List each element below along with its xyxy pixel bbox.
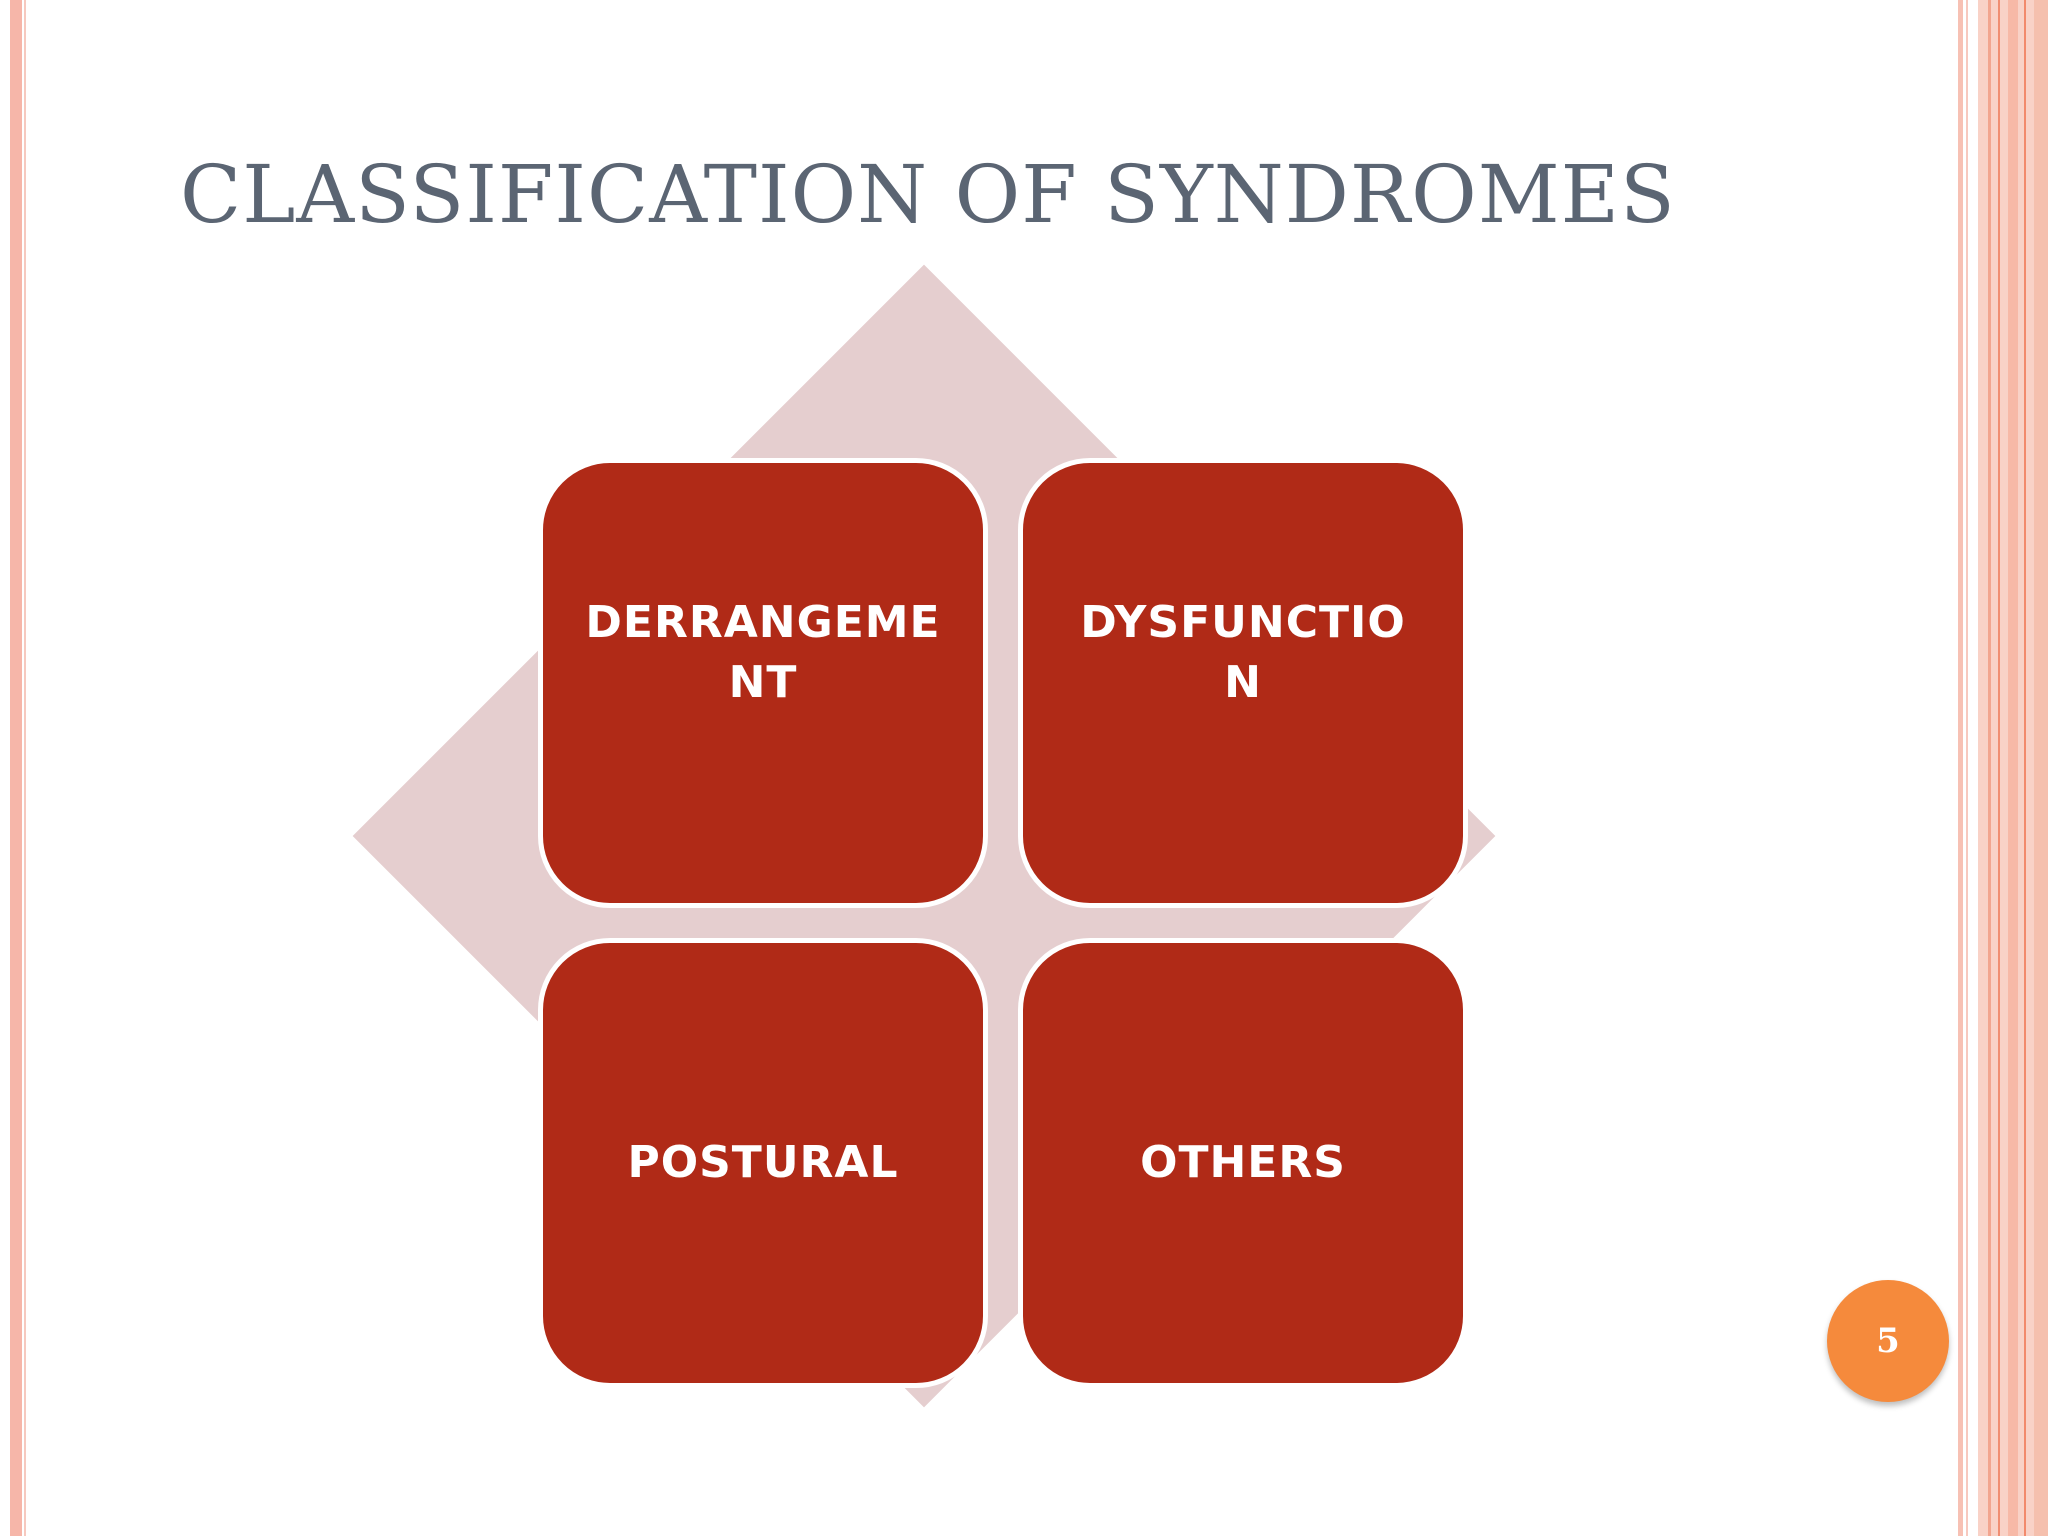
tile-dysfunction: DYSFUNCTION (1018, 458, 1468, 908)
right-border-line (2024, 0, 2026, 1536)
tile-postural: POSTURAL (538, 938, 988, 1388)
tile-label: POSTURAL (627, 1137, 899, 1188)
right-border-line (2034, 0, 2048, 1536)
right-border-line (2008, 0, 2018, 1536)
left-border-stripe (10, 0, 22, 1536)
right-border-line (1958, 0, 1963, 1536)
right-border-line (1988, 0, 1991, 1536)
tile-label: OTHERS (1140, 1137, 1346, 1188)
slide-title: CLASSIFICATION OF SYNDROMES (180, 148, 1676, 241)
right-border-line (1966, 0, 1968, 1536)
right-border-line (1998, 0, 2000, 1536)
tile-others: OTHERS (1018, 938, 1468, 1388)
tile-label: DERRANGEMENT (585, 597, 941, 708)
left-border-line (24, 0, 26, 1536)
tile-label: DYSFUNCTION (1080, 597, 1406, 708)
page-number-badge: 5 (1827, 1280, 1949, 1402)
page-number: 5 (1876, 1321, 1900, 1361)
tile-derrangement: DERRANGEMENT (538, 458, 988, 908)
